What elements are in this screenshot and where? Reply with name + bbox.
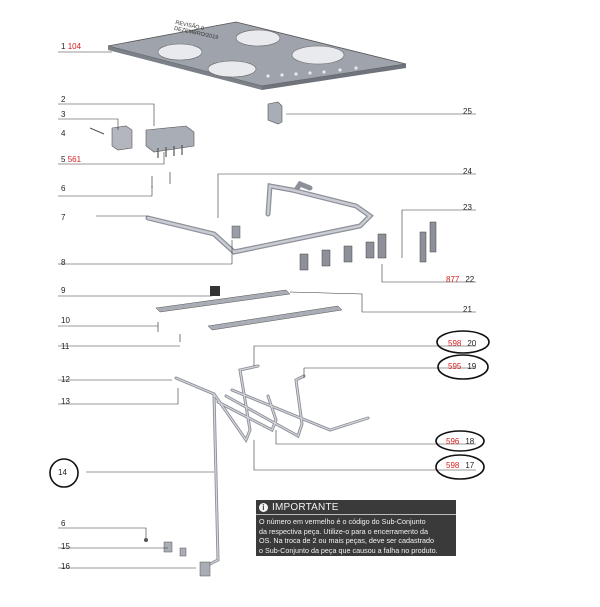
gas-manifold-outline — [146, 184, 372, 254]
callout-12: 12 — [61, 375, 70, 384]
bracket-25 — [267, 101, 283, 125]
cooktop-plate — [107, 21, 407, 90]
injectors — [299, 221, 437, 271]
screws — [151, 172, 171, 188]
notice-body: O número em vermelho é o código do Sub-C… — [256, 515, 456, 555]
callout-6-bottom: 6 — [61, 519, 66, 528]
callout-1: 1 104 — [61, 42, 82, 51]
burner-tubes-inner — [175, 365, 369, 567]
callout-25: 25 — [463, 107, 472, 116]
gas-manifold — [145, 180, 374, 255]
callout-24: 24 — [463, 167, 472, 176]
callout-14: 14 — [58, 468, 67, 477]
callout-4: 4 — [61, 129, 66, 138]
notice-line: O número em vermelho é o código do Sub-C… — [259, 517, 426, 526]
callout-21: 21 — [463, 305, 472, 314]
important-notice: i IMPORTANTE O número em vermelho é o có… — [256, 500, 456, 556]
callout-16: 16 — [61, 562, 70, 571]
lower-fittings — [144, 538, 211, 577]
rails-21 — [155, 289, 343, 331]
notice-line: o Sub-Conjunto da peça que causou a falh… — [259, 545, 438, 555]
callout-23: 23 — [463, 203, 472, 212]
notice-line: da respectiva peça. Utilize-o para o enc… — [259, 526, 428, 536]
notice-header: i IMPORTANTE — [256, 500, 456, 515]
highlight-circles — [49, 330, 490, 488]
block-9 — [210, 286, 220, 296]
notice-title: IMPORTANTE — [272, 501, 339, 513]
notice-line: OS. Na troca de 2 ou mais peças, deve se… — [259, 536, 434, 546]
callout-15: 15 — [61, 542, 70, 551]
callout-11: 11 — [61, 342, 70, 351]
callout-9: 9 — [61, 286, 66, 295]
valve-block — [89, 125, 195, 158]
info-icon: i — [259, 502, 268, 512]
screws-10-11 — [157, 322, 181, 342]
callout-5: 5 561 — [61, 155, 82, 164]
callout-6-top: 6 — [61, 184, 66, 193]
callout-8: 8 — [61, 258, 66, 267]
callout-7: 7 — [61, 213, 66, 222]
callout-10: 10 — [61, 316, 70, 325]
callout-3: 3 — [61, 110, 66, 119]
callout-13: 13 — [61, 397, 70, 406]
leader-lines — [58, 51, 476, 569]
callout-2: 2 — [61, 95, 66, 104]
